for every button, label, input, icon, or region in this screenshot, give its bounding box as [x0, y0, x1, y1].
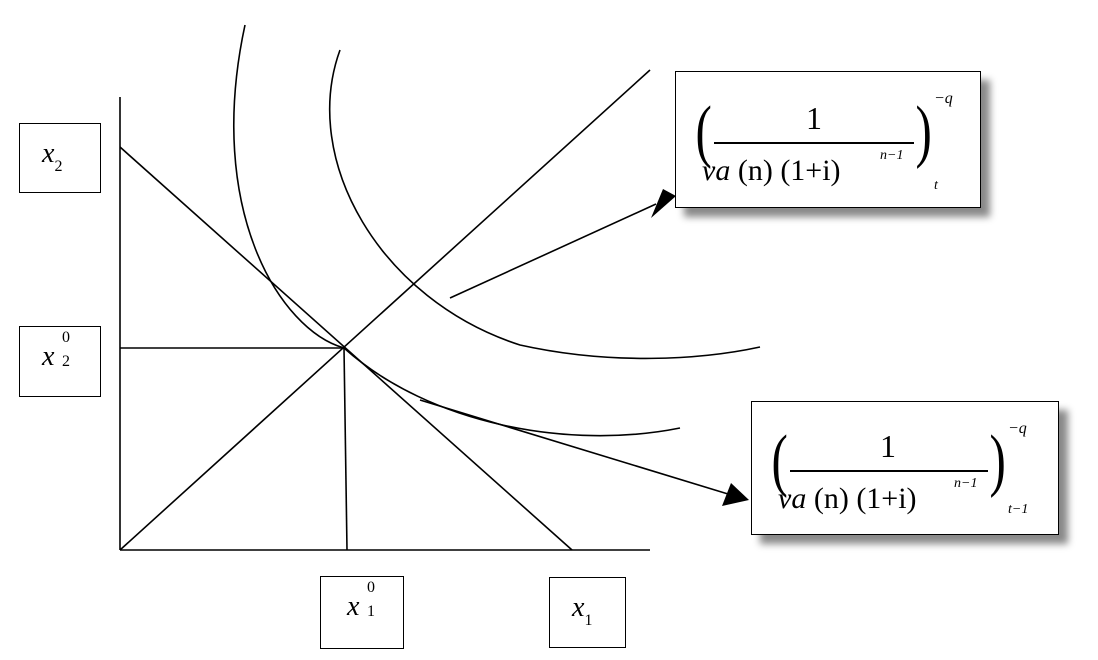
x1-symbol: x — [572, 592, 585, 623]
x2-0-superscript: 0 — [62, 329, 70, 346]
x1-0-label-box: x 0 1 — [320, 576, 404, 649]
formula-box-period-t-1: ( 1 va (n) (1+i) n−1 ) −q t−1 — [751, 401, 1059, 535]
den-exponent: n−1 — [954, 476, 978, 491]
right-paren: ) — [915, 93, 932, 170]
x1-label-box: x1 — [549, 577, 626, 648]
right-paren: ) — [989, 422, 1006, 499]
x1-subscript: 1 — [584, 612, 593, 629]
fraction-bar — [714, 142, 914, 144]
x2-label-box: x2 — [19, 123, 101, 193]
ray-from-origin — [119, 69, 651, 551]
arrow-to-top-formula — [449, 203, 657, 299]
x2-0-label-box: x 0 2 — [19, 326, 101, 397]
x1-0-guide-line — [343, 347, 348, 551]
indifference-curve-upper — [328, 49, 761, 360]
den-va: va — [778, 482, 807, 515]
x2-0-subscript: 2 — [62, 353, 70, 370]
x2-symbol: x — [42, 138, 55, 169]
left-paren: ( — [771, 422, 788, 499]
outer-exponent: −q — [934, 90, 953, 107]
x2-0-symbol: x — [42, 341, 55, 372]
den-base: (1+i) — [780, 154, 841, 187]
formula-denominator: va (n) (1+i) — [702, 154, 841, 188]
fraction-bar — [790, 470, 988, 472]
formula-subscript: t — [934, 178, 938, 193]
formula-numerator: 1 — [880, 428, 896, 464]
formula-denominator: va (n) (1+i) — [778, 482, 917, 516]
x1-0-subscript: 1 — [367, 603, 375, 620]
x1-0-superscript: 0 — [367, 579, 375, 596]
den-n: (n) — [813, 482, 849, 515]
formula-subscript: t−1 — [1008, 502, 1029, 517]
formula-box-period-t: ( 1 va (n) (1+i) n−1 ) −q t — [675, 71, 981, 208]
arrow-to-bottom-formula — [419, 399, 729, 495]
den-base: (1+i) — [856, 482, 917, 515]
den-va: va — [702, 154, 731, 187]
den-exponent: n−1 — [880, 148, 904, 163]
arrowhead-bottom — [722, 483, 749, 506]
formula-numerator: 1 — [806, 100, 822, 136]
indifference-curve-lower — [232, 24, 681, 437]
left-paren: ( — [695, 93, 712, 170]
outer-exponent: −q — [1008, 420, 1027, 437]
budget-line — [119, 146, 573, 551]
x1-0-symbol: x — [347, 591, 360, 622]
x2-subscript: 2 — [54, 158, 63, 175]
arrowhead-top — [651, 189, 676, 218]
den-n: (n) — [737, 154, 773, 187]
